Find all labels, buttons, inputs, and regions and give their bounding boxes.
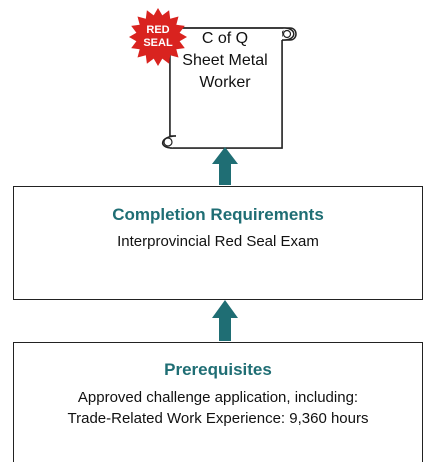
seal-line-2: SEAL [143,37,173,49]
red-seal-label: RED SEAL [138,24,178,50]
prerequisites-box: Prerequisites Approved challenge applica… [13,342,423,462]
certificate-line-1: C of Q [201,30,249,47]
certificate-line-2: Sheet Metal [182,52,268,69]
completion-text: Interprovincial Red Seal Exam [117,233,319,250]
completion-requirements-box: Completion Requirements Interprovincial … [13,186,423,300]
certificate-title: C of Q Sheet Metal Worker [172,28,278,94]
completion-title: Completion Requirements [112,205,324,224]
seal-line-1: RED [146,24,170,36]
prerequisites-line-1: Approved challenge application, includin… [77,389,359,406]
prerequisites-title: Prerequisites [164,360,272,379]
prerequisites-line-2: Trade-Related Work Experience: 9,360 hou… [67,410,369,427]
certificate-line-3: Worker [199,74,251,91]
